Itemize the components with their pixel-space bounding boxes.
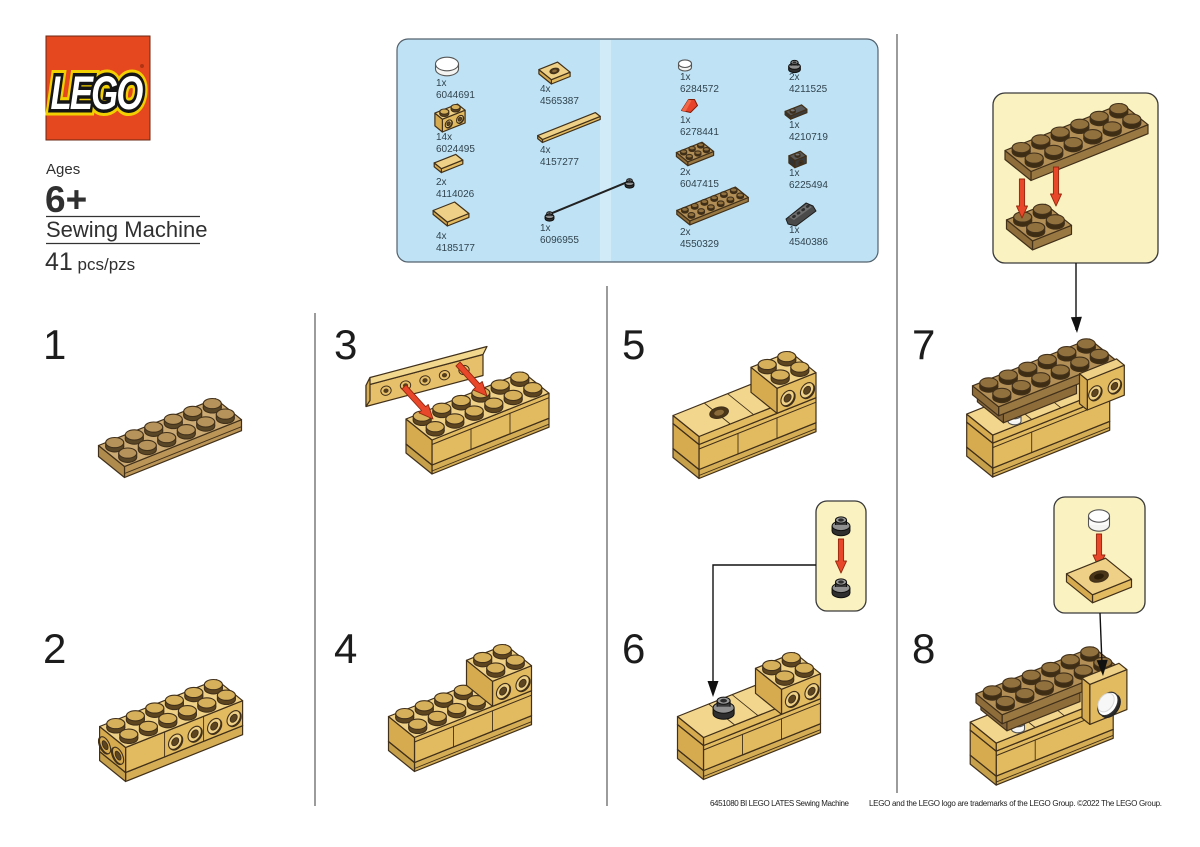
svg-text:6451080 BI LEGO LATES Sewing M: 6451080 BI LEGO LATES Sewing Machine [710, 799, 850, 808]
svg-text:4185177: 4185177 [436, 243, 475, 254]
svg-text:LEGO: LEGO [51, 67, 144, 119]
svg-text:6278441: 6278441 [680, 127, 719, 138]
svg-text:2x: 2x [680, 167, 691, 178]
svg-text:6024495: 6024495 [436, 144, 475, 155]
svg-text:2x: 2x [789, 72, 800, 83]
svg-text:6+: 6+ [45, 179, 87, 220]
svg-text:1x: 1x [436, 78, 447, 89]
svg-text:14x: 14x [436, 132, 452, 143]
svg-text:6096955: 6096955 [540, 235, 579, 246]
svg-text:Ages: Ages [46, 161, 80, 178]
svg-text:4x: 4x [540, 145, 551, 156]
svg-text:Sewing Machine: Sewing Machine [46, 217, 207, 242]
svg-text:4114026: 4114026 [436, 189, 475, 200]
svg-text:6225494: 6225494 [789, 180, 828, 191]
svg-text:1x: 1x [680, 72, 691, 83]
svg-text:2x: 2x [436, 177, 447, 188]
svg-text:6047415: 6047415 [680, 179, 719, 190]
svg-text:1x: 1x [540, 223, 551, 234]
svg-text:6: 6 [622, 625, 645, 672]
svg-text:5: 5 [622, 321, 645, 368]
svg-text:4210719: 4210719 [789, 132, 828, 143]
svg-text:1x: 1x [789, 225, 800, 236]
svg-text:2: 2 [43, 625, 66, 672]
svg-text:2x: 2x [680, 227, 691, 238]
svg-text:4157277: 4157277 [540, 157, 579, 168]
svg-text:4211525: 4211525 [789, 84, 828, 95]
svg-text:LEGO: LEGO [51, 67, 144, 119]
svg-text:6284572: 6284572 [680, 84, 719, 95]
svg-text:8: 8 [912, 625, 935, 672]
svg-text:6044691: 6044691 [436, 90, 475, 101]
svg-text:1x: 1x [789, 120, 800, 131]
svg-text:LEGO and the LEGO logo are tra: LEGO and the LEGO logo are trademarks of… [869, 799, 1162, 808]
svg-text:1x: 1x [680, 115, 691, 126]
svg-text:4: 4 [334, 625, 357, 672]
svg-text:3: 3 [334, 321, 357, 368]
svg-text:LEGO: LEGO [51, 67, 144, 119]
svg-text:7: 7 [912, 321, 935, 368]
svg-text:4565387: 4565387 [540, 96, 579, 107]
svg-text:1: 1 [43, 321, 66, 368]
svg-text:4540386: 4540386 [789, 237, 828, 248]
svg-text:4550329: 4550329 [680, 239, 719, 250]
svg-text:4x: 4x [540, 84, 551, 95]
svg-text:1x: 1x [789, 168, 800, 179]
svg-text:4x: 4x [436, 231, 447, 242]
